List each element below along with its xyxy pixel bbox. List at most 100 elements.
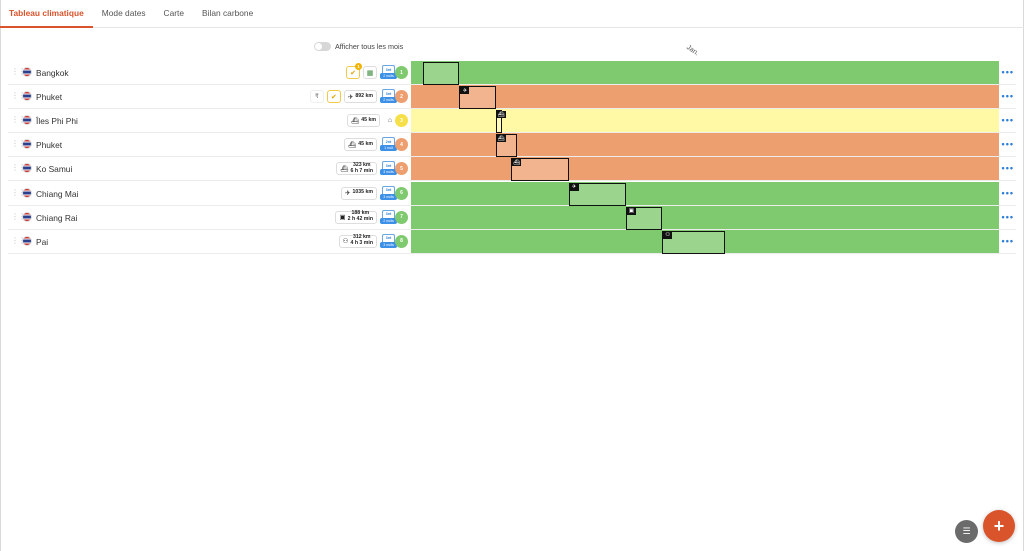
checklist-count-badge: 1 [355, 63, 362, 70]
tab-mode-dates[interactable]: Mode dates [101, 8, 146, 18]
plane-icon: ✈ [345, 190, 351, 197]
transport-duration: 2 h 42 min [347, 216, 373, 223]
city-name[interactable]: Ko Samui [36, 164, 73, 175]
drag-handle-icon[interactable]: ⋮⋮ [11, 211, 26, 221]
thailand-flag-icon [22, 91, 32, 102]
tab-tableau-climatique[interactable]: Tableau climatique [0, 0, 93, 28]
transport-details: 45 km [358, 141, 373, 148]
nights-count-top: 3nt [382, 209, 395, 218]
plane-icon: ✈ [347, 93, 354, 101]
nights-count-top: 3nt [382, 89, 395, 98]
row-menu-button[interactable]: ••• [1001, 211, 1014, 222]
check-icon: ✔ [350, 69, 356, 77]
step-number-badge: 7 [395, 210, 408, 224]
climate-cell-green [411, 181, 999, 205]
row-menu-button[interactable]: ••• [1001, 115, 1014, 126]
city-name[interactable]: Pai [36, 236, 49, 247]
boat-icon: ⛴ [348, 141, 357, 149]
row-menu-button[interactable]: ••• [1001, 91, 1014, 102]
nights-label: 2 nuits [380, 73, 397, 79]
step-number-badge: 5 [395, 162, 408, 176]
step-number-badge: 2 [395, 90, 408, 104]
row-menu-button[interactable]: ••• [1001, 235, 1014, 246]
transport-chip[interactable]: ✈892 km [343, 90, 377, 104]
drag-handle-icon[interactable]: ⋮⋮ [11, 67, 26, 76]
itinerary-row[interactable]: ⋮⋮Îles Phi Phi⛴45 km⌂3••• [8, 109, 1016, 134]
nights-count-top: 3nt [382, 233, 395, 242]
bed-icon[interactable]: ⌂ [383, 114, 397, 128]
drag-handle-icon[interactable]: ⋮⋮ [11, 139, 26, 149]
row-menu-button[interactable]: ••• [1001, 67, 1014, 77]
nights-count-top: 3nt [382, 185, 395, 194]
calendar-button[interactable]: ▦ [363, 66, 377, 79]
city-name[interactable]: Phuket [36, 92, 63, 103]
climate-cell-orange [411, 133, 999, 157]
transport-details: 1035 km [352, 189, 373, 196]
climate-cell-yellow [411, 109, 999, 133]
nights-label: 2 nuits [380, 97, 397, 104]
drag-handle-icon[interactable]: ⋮⋮ [11, 187, 26, 197]
transport-chip[interactable]: ✈1035 km [341, 186, 377, 200]
transport-distance: 323 km [352, 162, 371, 169]
city-name[interactable]: Phuket [36, 140, 63, 151]
nights-label: 3 nuits [380, 169, 397, 176]
row-menu-button[interactable]: ••• [1001, 139, 1014, 150]
month-header-jan: Jan. [684, 44, 700, 58]
nights-label: 2 nuits [380, 217, 397, 224]
climate-cell-green [411, 61, 999, 84]
step-number-badge: 8 [395, 234, 408, 248]
row-menu-button[interactable]: ••• [1001, 187, 1014, 198]
tab-carte[interactable]: Carte [163, 8, 185, 18]
checklist-button[interactable]: ✔1 [346, 63, 362, 79]
climate-cell-green [411, 205, 999, 229]
thailand-flag-icon [22, 139, 32, 150]
tab-bilan-carbone[interactable]: Bilan carbone [202, 8, 254, 18]
transport-chip[interactable]: ⛴45 km [347, 114, 380, 128]
drag-handle-icon[interactable]: ⋮⋮ [11, 115, 26, 125]
sliders-icon: ☰ [962, 526, 971, 536]
step-number-badge: 4 [395, 138, 408, 152]
currency-icon[interactable]: ₹ [309, 90, 324, 104]
step-info-chips: ⛴45 km⌂ [347, 113, 397, 128]
transport-details: 892 km [355, 93, 373, 100]
step-number-badge: 1 [395, 66, 408, 79]
city-name[interactable]: Chiang Mai [36, 188, 79, 199]
row-menu-button[interactable]: ••• [1001, 163, 1014, 174]
drag-handle-icon[interactable]: ⋮⋮ [11, 235, 26, 245]
calendar-icon: ▦ [366, 69, 374, 77]
transport-chip[interactable]: ⛴45 km [344, 138, 377, 152]
settings-fab-button[interactable]: ☰ [955, 520, 978, 543]
drag-handle-icon[interactable]: ⋮⋮ [11, 163, 26, 173]
city-name[interactable]: Chiang Rai [36, 212, 78, 223]
checklist-button[interactable]: ✔ [326, 90, 341, 104]
drag-handle-icon[interactable]: ⋮⋮ [11, 91, 26, 101]
city-name[interactable]: Îles Phi Phi [36, 116, 78, 127]
climate-cell-orange [411, 157, 999, 181]
city-name[interactable]: Bangkok [36, 68, 69, 78]
transport-distance: 1035 km [352, 189, 373, 196]
add-step-fab-button[interactable]: + [983, 510, 1015, 542]
show-all-months-toggle[interactable] [314, 42, 331, 51]
